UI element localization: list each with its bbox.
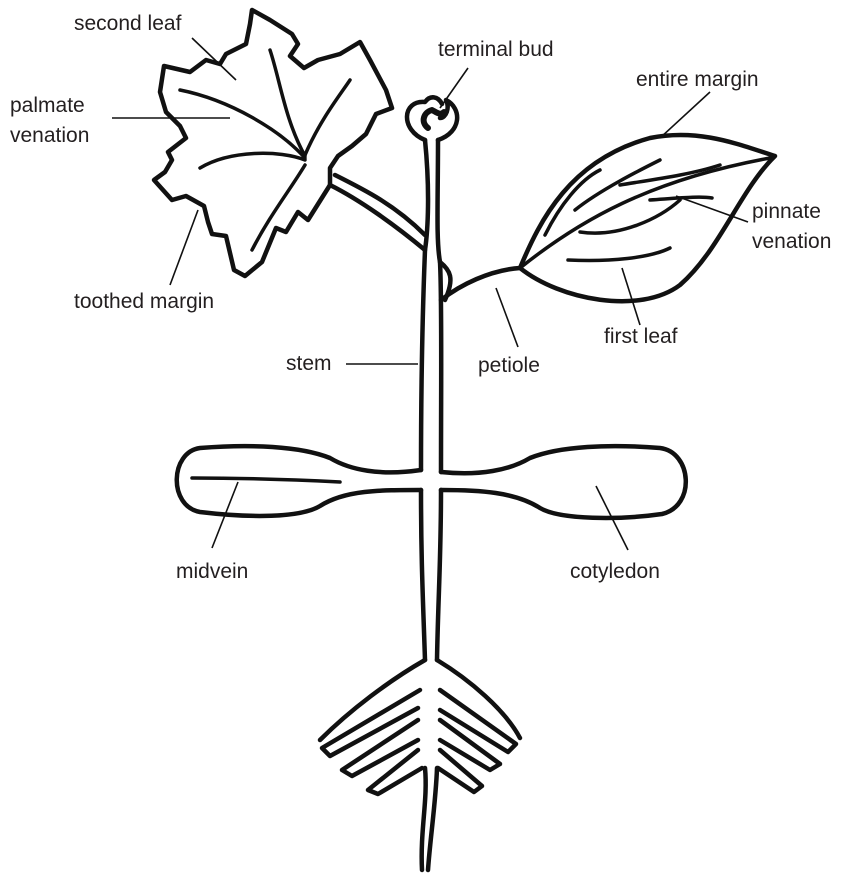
label-terminal-bud: terminal bud	[438, 38, 554, 61]
label-second-leaf: second leaf	[74, 12, 182, 35]
label-midvein: midvein	[176, 560, 248, 583]
cotyledon-left-shape	[177, 446, 421, 516]
label-cotyledon: cotyledon	[570, 560, 660, 583]
label-palmate-venation-line1: palmate	[10, 94, 85, 117]
terminal-bud-shape	[407, 97, 457, 140]
root-system-shape	[320, 660, 520, 870]
second-leaf-shape	[154, 10, 425, 276]
label-pinnate-venation-line2: venation	[752, 230, 831, 253]
stem-shape	[421, 140, 441, 660]
first-leaf-shape	[440, 135, 775, 301]
label-toothed-margin: toothed margin	[74, 290, 214, 313]
label-pinnate-venation-line1: pinnate	[752, 200, 821, 223]
label-palmate-venation-line2: venation	[10, 124, 89, 147]
label-entire-margin: entire margin	[636, 68, 759, 91]
label-stem: stem	[286, 352, 332, 375]
cotyledon-right-shape	[441, 446, 686, 518]
label-first-leaf: first leaf	[604, 325, 678, 348]
label-petiole: petiole	[478, 354, 540, 377]
